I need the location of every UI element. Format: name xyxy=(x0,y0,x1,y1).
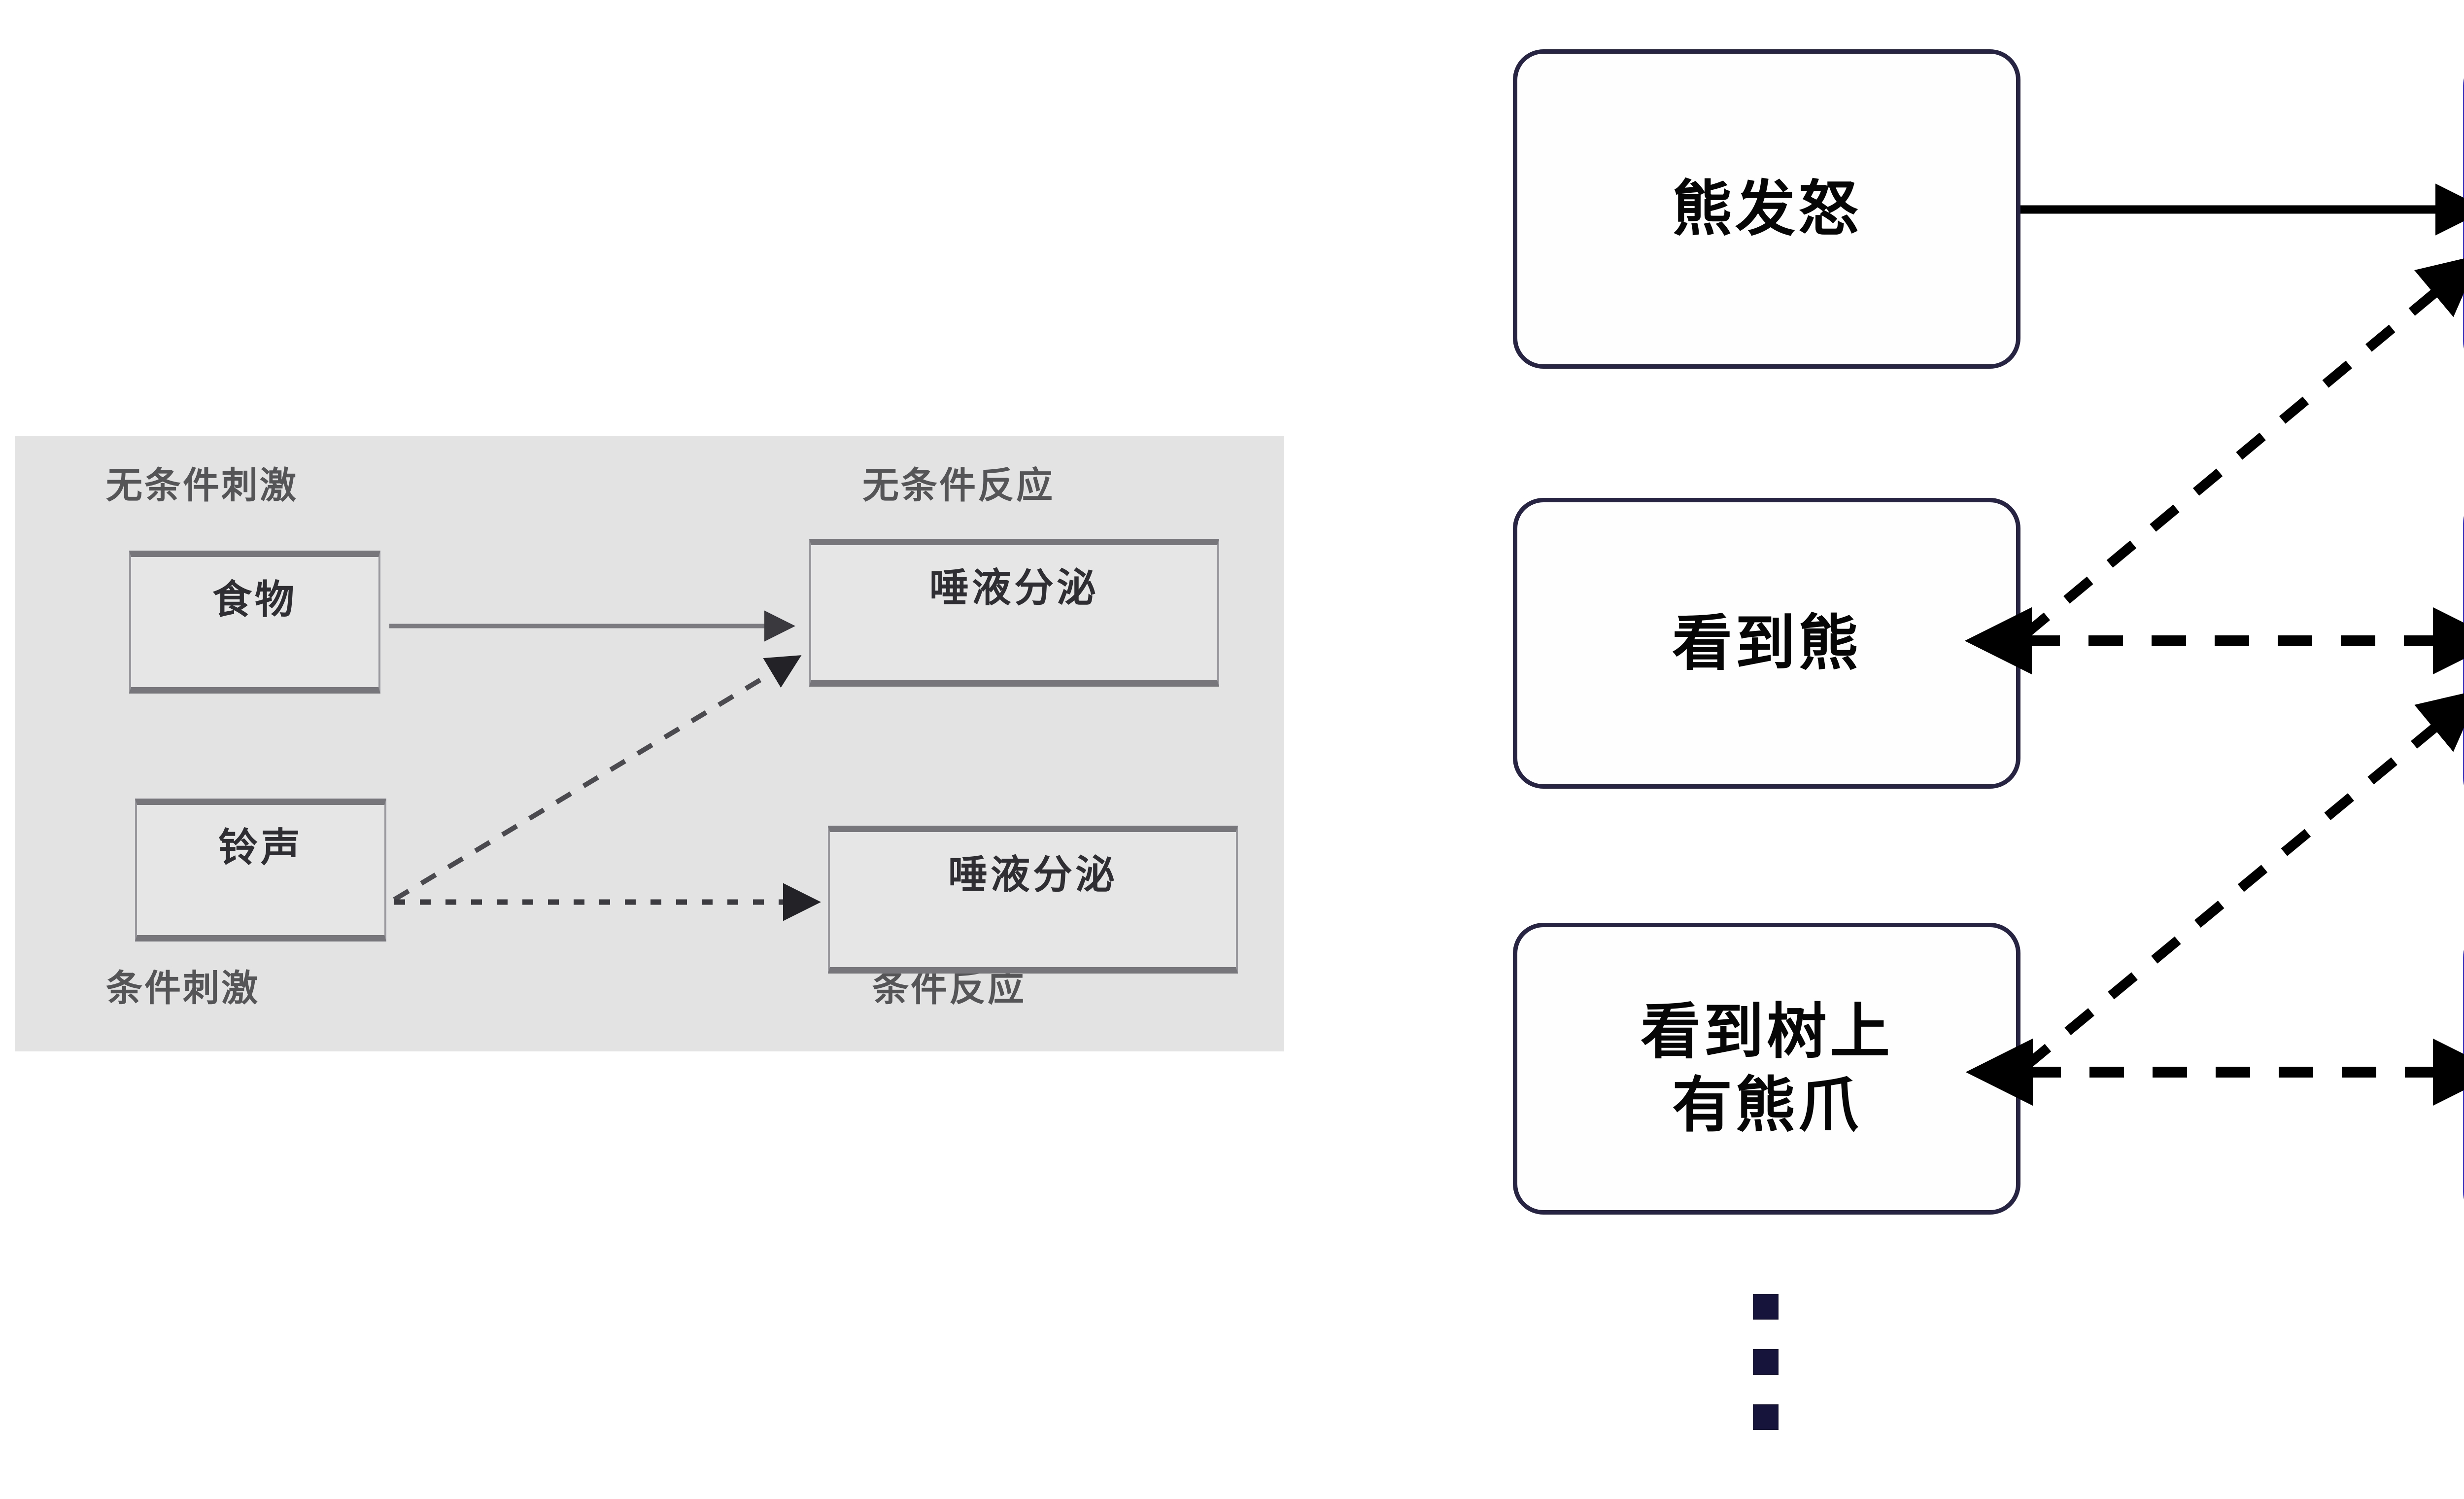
node-see-bear-label: 看到熊 xyxy=(1672,609,1861,677)
label-unconditioned-response: 无条件反应 xyxy=(862,465,1055,506)
pavlov-box-food-label: 食物 xyxy=(212,578,297,622)
ellipsis-left-column xyxy=(1753,1294,1779,1430)
pavlov-box-salivation-top: 唾液分泌 xyxy=(809,539,1219,687)
classical-conditioning-panel: 无条件刺激 无条件反应 条件刺激 条件反应 食物 铃声 唾液分泌 唾液分泌 xyxy=(15,436,1284,1051)
edge-see-bear-to-reward xyxy=(2020,254,2464,640)
node-bear-angry[interactable]: 熊发怒 xyxy=(1513,49,2020,369)
pavlov-box-bell-label: 铃声 xyxy=(218,826,303,870)
node-see-claw-label: 看到树上 有熊爪 xyxy=(1641,998,1893,1139)
pavlov-box-salivation-bottom: 唾液分泌 xyxy=(828,826,1238,974)
label-unconditioned-stimulus: 无条件刺激 xyxy=(106,465,298,506)
node-see-claw[interactable]: 看到树上 有熊爪 xyxy=(1513,923,2020,1215)
pavlov-box-bell: 铃声 xyxy=(135,799,386,941)
pavlov-arrows xyxy=(389,610,821,921)
label-conditioned-stimulus: 条件刺激 xyxy=(106,968,260,1009)
node-see-bear[interactable]: 看到熊 xyxy=(1513,498,2020,789)
label-conditioned-response: 条件反应 xyxy=(872,968,1026,1009)
ellipsis-dot xyxy=(1753,1349,1779,1375)
node-bear-angry-label: 熊发怒 xyxy=(1672,175,1861,243)
ellipsis-dot xyxy=(1753,1294,1779,1320)
pavlov-box-salivation-top-label: 唾液分泌 xyxy=(929,566,1099,610)
arrow-bell-to-salivation-top xyxy=(393,655,802,902)
ellipsis-dot xyxy=(1753,1404,1779,1430)
edge-see-claw-to-value-s-prime xyxy=(2021,689,2464,1071)
pavlov-box-salivation-bottom-label: 唾液分泌 xyxy=(948,853,1118,897)
pavlov-box-food: 食物 xyxy=(129,551,380,694)
